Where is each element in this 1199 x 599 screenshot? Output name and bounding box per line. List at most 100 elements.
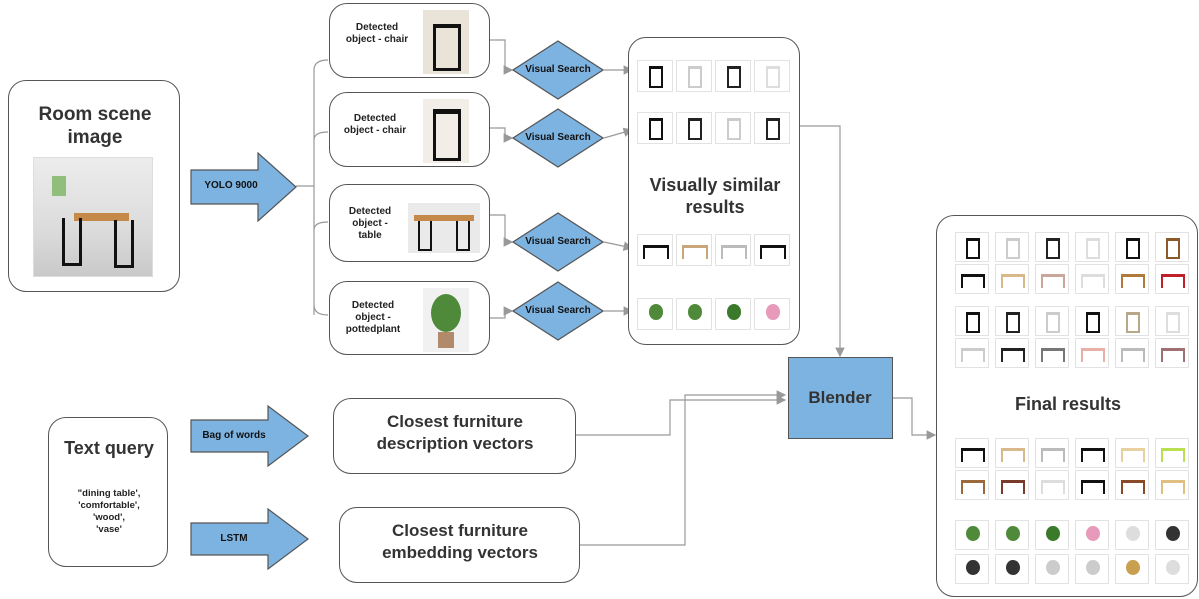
similar-results-box: Visually similar results [628,37,800,345]
plant-thumbnail-icon [676,298,712,330]
visual-search-diamond-3 [512,212,604,272]
chair-thumbnail-icon [715,112,751,144]
chair-thumbnail-icon [1035,306,1069,336]
chair-photo-icon [423,99,469,163]
visual-search-diamond-1 [512,40,604,100]
embedding-vectors-title: Closest furniture embedding vectors [382,521,538,562]
blender-box: Blender [788,357,893,439]
table-thumbnail-icon [1115,264,1149,294]
room-scene-photo [33,157,153,277]
table-thumbnail-icon [1075,470,1109,500]
description-vectors-title: Closest furniture description vectors [376,412,534,453]
yolo-label: YOLO 9000 [204,180,258,191]
text-query-title: Text query [64,438,154,458]
plant-thumbnail-icon [637,298,673,330]
table-thumbnail-icon [995,438,1029,468]
table-thumbnail-icon [715,234,751,266]
table-photo-icon [408,203,480,253]
detection-label: Detected object - chair [343,113,407,136]
visual-search-diamond-4 [512,281,604,341]
detection-box-chair-2: Detected object - chair [329,92,490,167]
visual-search-label: Visual Search [525,64,591,75]
table-thumbnail-icon [1075,438,1109,468]
table-thumbnail-icon [1115,438,1149,468]
text-query-terms: "dining table', 'comfortable', 'wood', '… [77,488,141,535]
table-thumbnail-icon [1035,470,1069,500]
chair-thumbnail-icon [754,112,790,144]
chair-thumbnail-icon [995,232,1029,262]
plant-thumbnail-icon [955,554,989,584]
table-thumbnail-icon [1115,338,1149,368]
visual-search-label: Visual Search [525,236,591,247]
table-thumbnail-icon [1075,264,1109,294]
lstm-arrow-shape [190,508,309,570]
chair-thumbnail-icon [1115,306,1149,336]
room-scene-box: Room scene image [8,80,180,292]
plant-thumbnail-icon [1075,520,1109,550]
chair-thumbnail-icon [637,112,673,144]
table-thumbnail-icon [955,470,989,500]
embedding-vectors-box: Closest furniture embedding vectors [339,507,580,583]
table-thumbnail-icon [1155,338,1189,368]
plant-thumbnail-icon [1115,554,1149,584]
table-thumbnail-icon [955,438,989,468]
detection-label: Detected object - chair [345,22,409,45]
chair-thumbnail-icon [676,112,712,144]
plant-thumbnail-icon [1155,554,1189,584]
detection-label: Detected object - pottedplant [345,300,401,335]
similar-results-title: Visually similar results [649,175,781,217]
plant-thumbnail-icon [1035,520,1069,550]
table-thumbnail-icon [676,234,712,266]
visual-search-label: Visual Search [525,305,591,316]
table-thumbnail-icon [1035,338,1069,368]
blender-label: Blender [808,388,872,407]
chair-thumbnail-icon [715,60,751,92]
detection-box-table: Detected object - table [329,184,490,262]
plant-thumbnail-icon [995,554,1029,584]
chair-thumbnail-icon [1155,232,1189,262]
chair-thumbnail-icon [1115,232,1149,262]
plant-thumbnail-icon [1035,554,1069,584]
yolo-arrow-shape [190,152,297,222]
chair-thumbnail-icon [676,60,712,92]
table-thumbnail-icon [995,264,1029,294]
final-results-box: Final results [936,215,1198,597]
table-thumbnail-icon [1155,438,1189,468]
chair-thumbnail-icon [637,60,673,92]
plant-thumbnail-icon [754,298,790,330]
detection-label: Detected object - table [348,206,392,241]
table-thumbnail-icon [1115,470,1149,500]
table-thumbnail-icon [1075,338,1109,368]
table-thumbnail-icon [955,338,989,368]
table-thumbnail-icon [1155,264,1189,294]
table-thumbnail-icon [995,338,1029,368]
visual-search-diamond-2 [512,108,604,168]
plant-thumbnail-icon [1075,554,1109,584]
plant-thumbnail-icon [1115,520,1149,550]
table-thumbnail-icon [1035,264,1069,294]
chair-thumbnail-icon [754,60,790,92]
bag-of-words-arrow-shape [190,405,309,467]
bag-of-words-label: Bag of words [202,430,266,441]
table-thumbnail-icon [955,264,989,294]
detection-box-pottedplant: Detected object - pottedplant [329,281,490,355]
detection-box-chair-1: Detected object - chair [329,3,490,78]
chair-thumbnail-icon [1075,232,1109,262]
lstm-label: LSTM [220,533,248,544]
chair-thumbnail-icon [1155,306,1189,336]
description-vectors-box: Closest furniture description vectors [333,398,576,474]
chair-thumbnail-icon [1035,232,1069,262]
table-thumbnail-icon [1035,438,1069,468]
plant-photo-icon [423,288,469,352]
table-thumbnail-icon [1155,470,1189,500]
table-thumbnail-icon [637,234,673,266]
table-thumbnail-icon [754,234,790,266]
final-results-title: Final results [1014,394,1122,414]
room-scene-title: Room scene image [38,104,152,148]
plant-thumbnail-icon [1155,520,1189,550]
plant-thumbnail-icon [715,298,751,330]
plant-thumbnail-icon [955,520,989,550]
chair-thumbnail-icon [955,232,989,262]
plant-thumbnail-icon [995,520,1029,550]
